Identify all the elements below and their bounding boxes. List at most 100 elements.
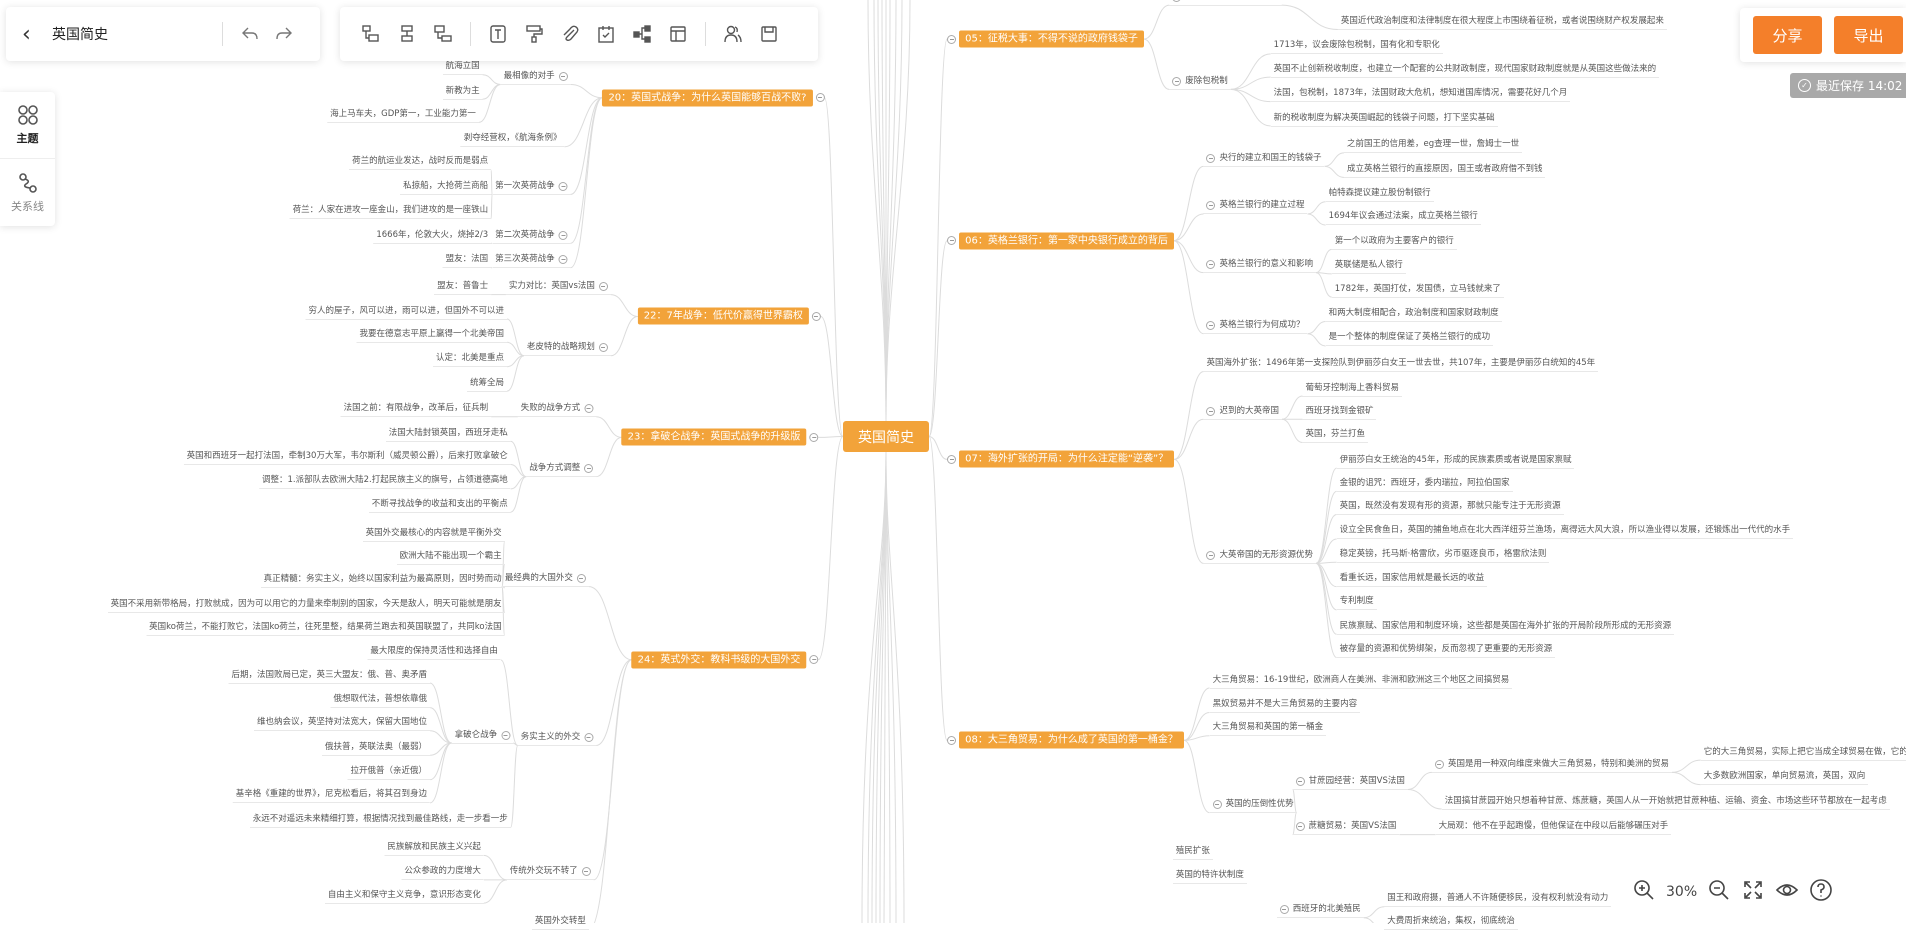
subtopic[interactable]: 实力对比：英国vs法国: [505, 279, 611, 296]
leaf-topic[interactable]: 不断寻找战争的收益和支出的平衡点: [368, 497, 511, 513]
leaf-topic[interactable]: 调整：1.派部队去欧洲大陆2.打起民族主义的旗号，占领道德高地: [258, 473, 511, 490]
leaf-topic[interactable]: 英国近代政治制度和法律制度在很大程度上市围绕着征税，或者说围绕财产权发展起来: [1337, 14, 1667, 30]
collapse-icon[interactable]: [1206, 550, 1216, 560]
collapse-icon[interactable]: [558, 230, 568, 240]
main-topic[interactable]: 22：7年战争：低代价赢得世界霸权: [637, 307, 821, 325]
leaf-topic[interactable]: 民族解放和民族主义兴起: [384, 840, 484, 856]
leaf-topic[interactable]: 稳定英镑，托马斯·格雷欣，劣币驱逐良币，格雷欣法则: [1336, 547, 1550, 563]
leaf-topic[interactable]: 1713年，议会废除包税制，国有化和专职化: [1270, 38, 1443, 55]
leaf-topic[interactable]: 1666年，伦敦大火，烧掉2/3: [373, 228, 492, 244]
share-button[interactable]: 分享: [1753, 16, 1822, 54]
attachment-icon[interactable]: [557, 21, 583, 47]
zoom-out-icon[interactable]: [1707, 878, 1731, 906]
leaf-topic[interactable]: 新教为主: [442, 84, 483, 100]
leaf-topic[interactable]: 我要在德意志平原上赢得一个北美帝国: [356, 327, 508, 343]
leaf-topic[interactable]: 英国，既然没有发现有形的资源，那就只能专注于无形资源: [1336, 499, 1564, 516]
leaf-topic[interactable]: 法国，包税制，1873年，法国财政大危机，想知道国库情况，需要花好几个月: [1270, 86, 1571, 103]
subtopic[interactable]: 大英帝国的无形资源优势: [1203, 548, 1316, 564]
leaf-topic[interactable]: 1694年议会通过法案，成立英格兰银行: [1325, 209, 1481, 226]
leaf-topic[interactable]: 大三角贸易：16-19世纪，欧洲商人在美洲、非洲和欧洲这三个地区之间搞贸易: [1209, 673, 1513, 689]
collapse-icon[interactable]: [576, 574, 586, 584]
leaf-topic[interactable]: 大局观：他不在乎起跑慢，但他保证在中段以后能够碾压对手: [1435, 819, 1672, 836]
subtopic[interactable]: 迟到的大英帝国: [1203, 404, 1282, 420]
chevron-left-icon[interactable]: ‹: [22, 21, 31, 47]
collapse-icon[interactable]: [1206, 321, 1216, 331]
collapse-icon[interactable]: [811, 311, 821, 321]
subtopic[interactable]: 央行的建立和国王的钱袋子: [1203, 151, 1325, 167]
subtopic[interactable]: 英格兰银行的意义和影响: [1203, 257, 1316, 274]
main-topic[interactable]: 24：英式外交：教科书级的大国外交: [631, 651, 819, 669]
leaf-topic[interactable]: 法国搞甘蔗园开始只想着种甘蔗、炼蔗糖，英国人从一开始就把甘蔗种植、运输、资金、市…: [1441, 794, 1890, 810]
leaf-topic[interactable]: 后期，法国败局已定，英三大盟友：俄、普、奥矛盾: [228, 668, 431, 684]
zoom-in-icon[interactable]: [1632, 878, 1656, 906]
leaf-topic[interactable]: 葡萄牙控制海上香料贸易: [1302, 381, 1402, 397]
subtopic[interactable]: 英格兰银行的建立过程: [1203, 198, 1308, 215]
collapse-icon[interactable]: [947, 454, 957, 464]
collapse-icon[interactable]: [1434, 759, 1444, 769]
leaf-topic[interactable]: 自由主义和保守主义竞争，意识形态变化: [324, 888, 484, 904]
leaf-topic[interactable]: 海上马车夫，GDP第一，工业能力第一: [327, 107, 479, 123]
subtopic[interactable]: 失败的战争方式: [517, 401, 597, 418]
leaf-topic[interactable]: 法国之前：有限战争，改革后，征兵制: [340, 401, 492, 418]
add-sibling-icon[interactable]: [358, 21, 384, 47]
export-button[interactable]: 导出: [1834, 16, 1903, 54]
center-topic[interactable]: 英国简史: [843, 421, 929, 452]
leaf-topic[interactable]: 公众参政的力度增大: [401, 864, 484, 881]
leaf-topic[interactable]: 统筹全局: [467, 376, 508, 392]
add-parent-icon[interactable]: [430, 21, 456, 47]
leaf-topic[interactable]: 最大限度的保持灵活性和选择自由: [367, 644, 501, 661]
collapse-icon[interactable]: [947, 236, 957, 246]
leaf-topic[interactable]: 成立英格兰银行的直接原因，国王或者政府借不到钱: [1343, 162, 1546, 178]
leaf-topic[interactable]: 国王和政府摄，普通人不许随便移民，没有权利就没有动力: [1384, 891, 1612, 908]
leaf-topic[interactable]: 殖民扩张: [1172, 844, 1213, 860]
task-icon[interactable]: [593, 21, 619, 47]
leaf-topic[interactable]: 俄想取代法，普想依靠俄: [330, 692, 431, 709]
subtopic[interactable]: 传统外交玩不转了: [506, 864, 594, 881]
leaf-topic[interactable]: 英国，芬兰打鱼: [1302, 427, 1368, 443]
collapse-icon[interactable]: [584, 404, 594, 414]
collapse-icon[interactable]: [1172, 76, 1182, 86]
collapse-icon[interactable]: [1172, 0, 1182, 2]
leaf-topic[interactable]: 拉开俄普（亲近俄）: [347, 764, 431, 781]
collapse-icon[interactable]: [581, 867, 591, 877]
subtopic[interactable]: 第二次英荷战争: [492, 228, 571, 244]
collapse-icon[interactable]: [1206, 260, 1216, 270]
main-topic[interactable]: 20：英国式战争：为什么英国能够百战不败?: [602, 89, 825, 107]
leaf-topic[interactable]: 英国ko荷兰，不能打败它，法国ko荷兰，往死里整，结果荷兰跑去和英国联盟了，共同…: [146, 620, 505, 636]
help-icon[interactable]: [1809, 878, 1833, 906]
leaf-topic[interactable]: 大费周折来统治，集权，彻底统治: [1384, 914, 1518, 930]
collaborators-icon[interactable]: [720, 21, 746, 47]
subtopic[interactable]: 英国是用一种双向维度来做大三角贸易，特别和美洲的贸易: [1431, 757, 1672, 773]
leaf-topic[interactable]: 英国外交转型: [531, 914, 589, 930]
leaf-topic[interactable]: 黑奴贸易并不是大三角贸易的主要内容: [1209, 697, 1361, 713]
collapse-icon[interactable]: [947, 34, 957, 44]
collapse-icon[interactable]: [584, 464, 594, 474]
eye-icon[interactable]: [1775, 878, 1799, 906]
collapse-icon[interactable]: [598, 282, 608, 292]
add-child-icon[interactable]: [394, 21, 420, 47]
collapse-icon[interactable]: [1206, 153, 1216, 163]
leaf-topic[interactable]: 大多数欧洲国家，单向贸易流，英国，双向: [1700, 769, 1869, 786]
leaf-topic[interactable]: 和两大制度相配合，政治制度和国家财政制度: [1325, 306, 1502, 322]
collapse-icon[interactable]: [815, 93, 825, 103]
subtopic[interactable]: 第三次英荷战争: [492, 252, 571, 269]
save-icon[interactable]: [756, 21, 782, 47]
collapse-icon[interactable]: [947, 735, 957, 745]
structure-icon[interactable]: [629, 21, 655, 47]
subtopic[interactable]: 拿破仑战争: [451, 728, 514, 744]
collapse-icon[interactable]: [584, 732, 594, 742]
collapse-icon[interactable]: [1206, 201, 1216, 211]
leaf-topic[interactable]: 私掠船，大抢荷兰商船: [400, 179, 492, 195]
collapse-icon[interactable]: [809, 655, 819, 665]
leaf-topic[interactable]: 盟友：法国: [442, 252, 492, 269]
subtopic[interactable]: 西班牙的北美殖民: [1276, 902, 1364, 919]
leaf-topic[interactable]: 英国和西班牙一起打法国，牵制30万大军，韦尔斯利（威灵顿公爵），后来打败拿破仑: [183, 449, 511, 465]
leaf-topic[interactable]: 1782年，英国打仗，发国债，立马钱就来了: [1331, 282, 1504, 298]
collapse-icon[interactable]: [1206, 406, 1216, 416]
leaf-topic[interactable]: 之前国王的信用差，eg查理一世，詹姆士一世: [1343, 137, 1523, 154]
leaf-topic[interactable]: 民族禀赋、国家信用和制度环境，这些都是英国在海外扩张的开局阶段所形成的无形资源: [1336, 619, 1675, 635]
subtopic[interactable]: 英国的压倒性优势: [1209, 797, 1297, 814]
subtopic[interactable]: 征税是英国历史上的大事: [1169, 0, 1282, 6]
collapse-icon[interactable]: [501, 730, 511, 740]
subtopic[interactable]: 老皮特的战略规划: [523, 340, 611, 357]
